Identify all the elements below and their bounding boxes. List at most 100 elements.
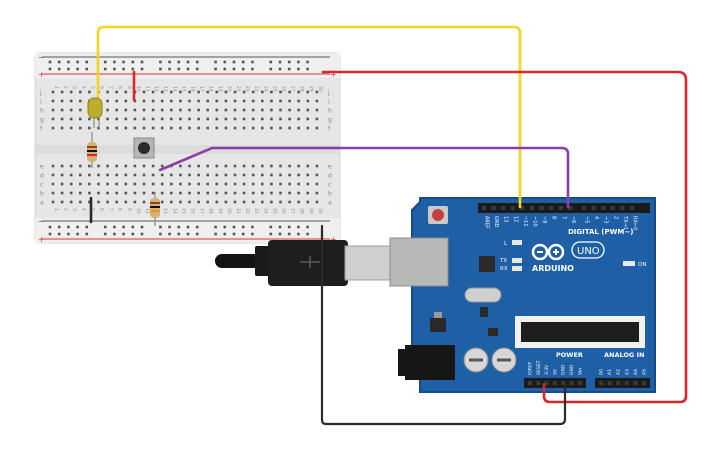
- breadboard-hole[interactable]: [69, 117, 73, 121]
- rail-hole[interactable]: [297, 232, 300, 236]
- breadboard-hole[interactable]: [197, 173, 200, 177]
- rail-hole[interactable]: [251, 225, 254, 229]
- rail-hole[interactable]: [177, 225, 181, 229]
- breadboard-hole[interactable]: [69, 200, 73, 204]
- breadboard-hole[interactable]: [279, 108, 282, 112]
- breadboard-hole[interactable]: [215, 173, 219, 177]
- breadboard-hole[interactable]: [270, 108, 273, 112]
- breadboard-hole[interactable]: [170, 117, 173, 121]
- rail-hole[interactable]: [269, 60, 273, 64]
- breadboard-hole[interactable]: [315, 173, 319, 177]
- rail-hole[interactable]: [177, 67, 181, 71]
- rail-hole[interactable]: [241, 60, 245, 64]
- breadboard-hole[interactable]: [297, 126, 300, 130]
- analog-pin[interactable]: [607, 381, 612, 385]
- breadboard-hole[interactable]: [261, 173, 264, 177]
- breadboard-hole[interactable]: [315, 99, 319, 103]
- breadboard-hole[interactable]: [288, 117, 291, 121]
- breadboard-hole[interactable]: [188, 173, 191, 177]
- breadboard-hole[interactable]: [115, 191, 118, 195]
- breadboard-hole[interactable]: [297, 191, 300, 195]
- breadboard-hole[interactable]: [170, 126, 173, 130]
- breadboard-hole[interactable]: [288, 99, 291, 103]
- breadboard-hole[interactable]: [206, 164, 209, 168]
- breadboard-hole[interactable]: [251, 99, 255, 103]
- breadboard-hole[interactable]: [160, 90, 164, 94]
- breadboard-hole[interactable]: [315, 164, 319, 168]
- breadboard-hole[interactable]: [306, 99, 310, 103]
- breadboard-hole[interactable]: [206, 117, 209, 121]
- breadboard-hole[interactable]: [224, 117, 228, 121]
- breadboard-hole[interactable]: [179, 126, 182, 130]
- breadboard-hole[interactable]: [69, 164, 73, 168]
- breadboard-hole[interactable]: [179, 117, 182, 121]
- breadboard-hole[interactable]: [142, 191, 146, 195]
- breadboard-hole[interactable]: [124, 90, 128, 94]
- rail-hole[interactable]: [103, 67, 107, 71]
- breadboard-hole[interactable]: [251, 164, 255, 168]
- breadboard-hole[interactable]: [306, 191, 310, 195]
- breadboard-hole[interactable]: [288, 191, 291, 195]
- rail-hole[interactable]: [76, 60, 79, 64]
- breadboard-hole[interactable]: [60, 164, 64, 168]
- breadboard-hole[interactable]: [115, 173, 118, 177]
- breadboard-hole[interactable]: [288, 173, 291, 177]
- breadboard-hole[interactable]: [88, 117, 91, 121]
- breadboard-hole[interactable]: [215, 99, 219, 103]
- breadboard-hole[interactable]: [115, 99, 118, 103]
- breadboard-hole[interactable]: [106, 99, 109, 103]
- rail-hole[interactable]: [122, 225, 125, 229]
- breadboard-hole[interactable]: [224, 200, 228, 204]
- breadboard-hole[interactable]: [224, 99, 228, 103]
- breadboard-hole[interactable]: [142, 126, 146, 130]
- rail-hole[interactable]: [297, 60, 300, 64]
- digital-pin[interactable]: [610, 206, 615, 210]
- rail-hole[interactable]: [67, 225, 70, 229]
- rail-hole[interactable]: [103, 60, 107, 64]
- breadboard-hole[interactable]: [306, 117, 310, 121]
- breadboard-hole[interactable]: [60, 108, 64, 112]
- rail-hole[interactable]: [297, 67, 300, 71]
- breadboard-hole[interactable]: [124, 108, 128, 112]
- breadboard-hole[interactable]: [215, 200, 219, 204]
- breadboard-hole[interactable]: [206, 126, 209, 130]
- breadboard-hole[interactable]: [79, 182, 82, 186]
- power-pin[interactable]: [536, 381, 541, 385]
- rail-hole[interactable]: [214, 232, 217, 236]
- rail-hole[interactable]: [140, 225, 144, 229]
- rail-hole[interactable]: [297, 225, 300, 229]
- rail-hole[interactable]: [287, 67, 291, 71]
- rail-hole[interactable]: [269, 67, 273, 71]
- rail-hole[interactable]: [57, 232, 61, 236]
- breadboard-hole[interactable]: [160, 126, 164, 130]
- breadboard-hole[interactable]: [233, 173, 237, 177]
- breadboard-hole[interactable]: [224, 173, 228, 177]
- breadboard-hole[interactable]: [51, 99, 55, 103]
- rail-hole[interactable]: [186, 232, 190, 236]
- rail-hole[interactable]: [186, 225, 190, 229]
- breadboard-hole[interactable]: [142, 90, 146, 94]
- breadboard-hole[interactable]: [288, 108, 291, 112]
- breadboard-hole[interactable]: [188, 182, 191, 186]
- breadboard-hole[interactable]: [106, 191, 109, 195]
- rail-hole[interactable]: [278, 67, 282, 71]
- breadboard-hole[interactable]: [79, 108, 82, 112]
- breadboard-hole[interactable]: [133, 117, 137, 121]
- breadboard-hole[interactable]: [124, 173, 128, 177]
- rail-hole[interactable]: [85, 60, 89, 64]
- breadboard-hole[interactable]: [270, 182, 273, 186]
- breadboard-hole[interactable]: [88, 191, 91, 195]
- digital-pin[interactable]: [482, 206, 486, 210]
- breadboard-hole[interactable]: [133, 164, 137, 168]
- rail-hole[interactable]: [122, 232, 125, 236]
- breadboard-hole[interactable]: [170, 99, 173, 103]
- breadboard-hole[interactable]: [106, 164, 109, 168]
- usb-cable[interactable]: [215, 237, 449, 287]
- rail-hole[interactable]: [241, 232, 245, 236]
- digital-pin[interactable]: [558, 206, 563, 210]
- breadboard-hole[interactable]: [233, 164, 237, 168]
- breadboard-hole[interactable]: [88, 164, 91, 168]
- breadboard-hole[interactable]: [306, 173, 310, 177]
- breadboard-hole[interactable]: [206, 173, 209, 177]
- rail-hole[interactable]: [195, 225, 199, 229]
